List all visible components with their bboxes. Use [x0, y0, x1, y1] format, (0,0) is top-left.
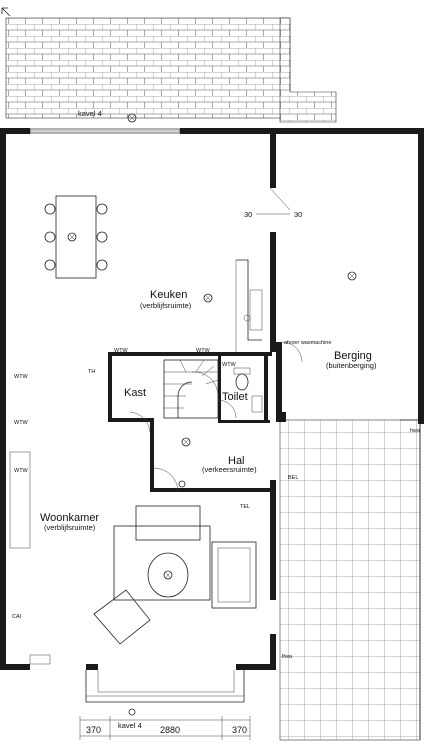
outer-walls	[0, 128, 276, 670]
berging-sub-label: (buitenberging)	[326, 361, 377, 370]
dim-30-right: 30	[294, 210, 302, 219]
terrace-paving	[279, 419, 421, 741]
hal-label: Hal	[228, 455, 245, 467]
wtw-label-1: WTW	[14, 374, 29, 380]
toilet-label: Toilet	[222, 391, 248, 403]
light-fixtures	[67, 113, 357, 716]
hal-sub-label: (verkeersruimte)	[202, 465, 257, 474]
berging-walls	[276, 128, 424, 424]
light-icon	[203, 293, 213, 303]
keuken-sub-label: (verblijfsruimte)	[140, 301, 192, 310]
berging-label: Berging	[334, 350, 372, 362]
th-label: TH	[88, 369, 95, 375]
light-icon	[181, 437, 191, 447]
light-icon	[178, 480, 186, 488]
dim-370-right: 370	[232, 725, 247, 735]
dining-table	[44, 195, 108, 279]
light-icon	[163, 570, 173, 580]
light-icon	[67, 232, 77, 242]
dim-30-left: 30	[244, 210, 252, 219]
tel-label: TEL	[240, 504, 250, 510]
roof-tiles	[5, 17, 337, 123]
interior-walls	[108, 352, 272, 492]
wtw-label-3: WTW	[14, 468, 29, 474]
kast-label: Kast	[124, 387, 146, 399]
keuken-label: Keuken	[150, 289, 187, 301]
window-bay	[29, 654, 245, 703]
wtw-label-6: WTW	[222, 362, 237, 368]
dimension-lines	[79, 213, 290, 740]
woonkamer-sub-label: (verblijfsruimte)	[44, 523, 96, 532]
corner-arrow-icon	[1, 7, 11, 17]
toilet-fixture	[233, 367, 263, 413]
wtw-label-2: WTW	[14, 420, 29, 426]
light-icon	[347, 271, 357, 281]
bel-label: BEL	[288, 475, 298, 481]
light-icon	[127, 113, 137, 123]
wasmachine-label: afvoer wasmachine	[284, 340, 331, 346]
kavel-bottom-label: kavel 4	[118, 721, 142, 730]
woonkamer-label: Woonkamer	[40, 512, 99, 524]
hwa-label: hwa	[410, 428, 421, 434]
living-furniture	[9, 451, 257, 645]
fwa-label: f/wa	[282, 654, 293, 660]
kitchen-counter	[235, 259, 263, 352]
staircase	[163, 359, 219, 419]
door-swings	[129, 187, 303, 493]
light-icon	[128, 708, 136, 716]
kavel-top-label: kavel 4	[78, 109, 102, 118]
dim-370-left: 370	[86, 725, 101, 735]
cai-label: CAI	[12, 614, 22, 620]
window-top	[29, 128, 181, 134]
dim-2880: 2880	[160, 725, 180, 735]
wtw-label-5: WTW	[196, 348, 211, 354]
wtw-label-4: WTW	[114, 348, 129, 354]
